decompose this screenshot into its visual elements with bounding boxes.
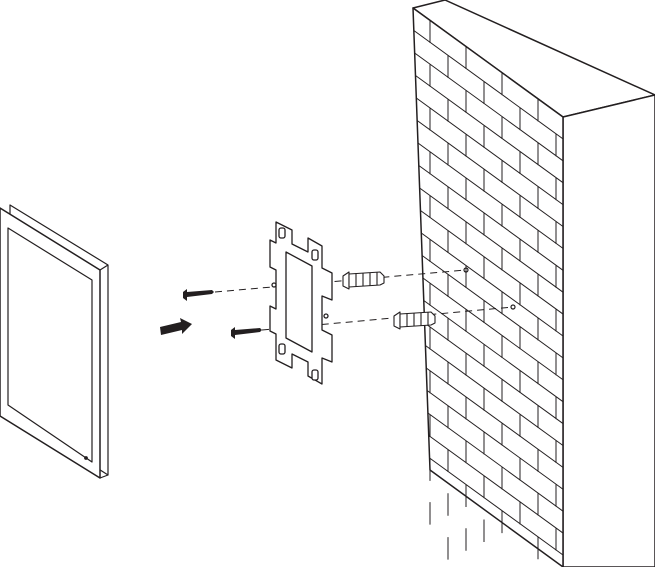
wall-anchor-bottom <box>393 311 436 330</box>
monitor <box>0 204 109 479</box>
brick-row-line <box>416 120 564 227</box>
brick-row-line <box>423 300 564 403</box>
monitor-indicator <box>84 456 88 460</box>
brick-row-line <box>425 367 564 468</box>
wall-hole-top <box>463 267 469 273</box>
screw-bottom <box>231 327 262 339</box>
brick-pattern <box>413 20 564 560</box>
brick-row-line <box>421 255 564 359</box>
brick-row-line <box>428 435 564 534</box>
screw-top <box>183 289 214 301</box>
monitor-screen <box>7 227 93 463</box>
wall-anchor-top <box>342 271 385 290</box>
wall-hole-bottom <box>510 304 516 310</box>
brick-row-line <box>418 165 564 271</box>
brick-row-line <box>427 412 564 512</box>
brick-row-line <box>420 232 564 337</box>
brick-row-line <box>416 97 564 205</box>
brick-row-line <box>422 277 564 381</box>
brick-row-line <box>426 390 564 490</box>
wall-side-face <box>562 94 655 567</box>
brick-row-line <box>417 142 564 249</box>
mounting-bracket <box>269 221 333 385</box>
brick-row-line <box>429 457 564 556</box>
direction-arrow-icon <box>160 318 192 335</box>
brick-wall <box>412 0 655 567</box>
brick-row-line <box>420 210 564 315</box>
brick-row-line <box>419 187 564 293</box>
